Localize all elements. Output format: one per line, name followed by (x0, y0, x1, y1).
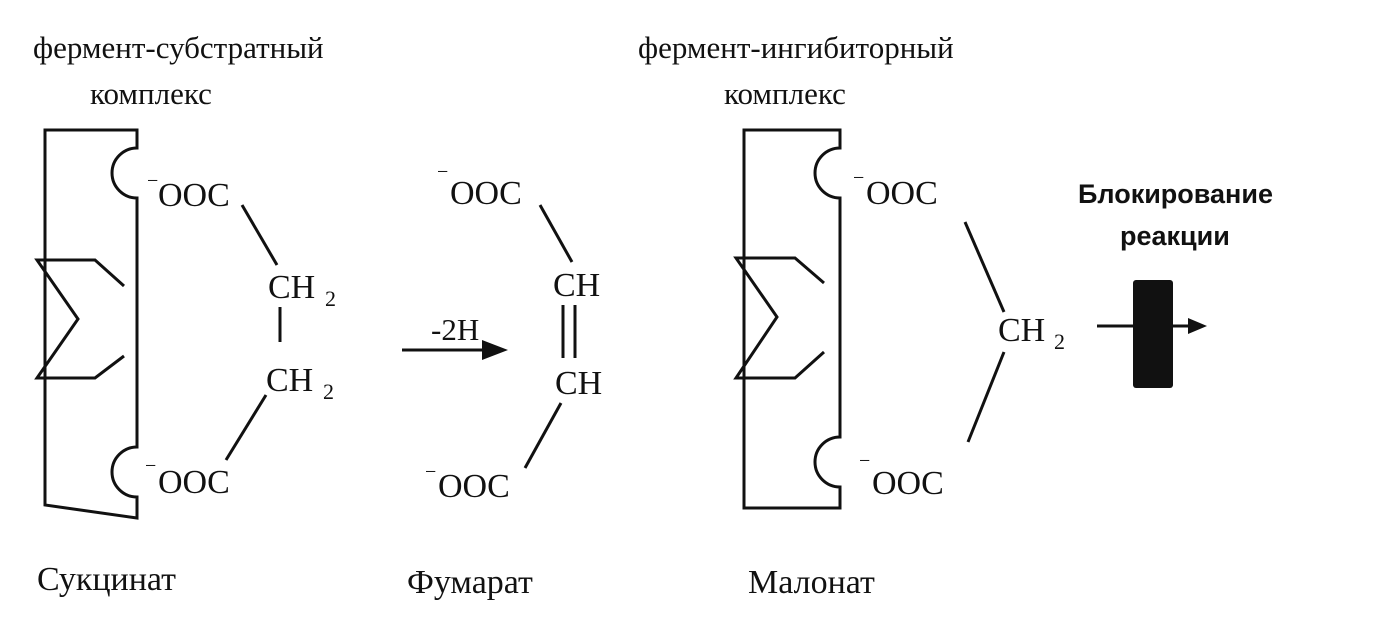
enzyme-shape-1 (34, 128, 139, 520)
bond (224, 394, 268, 461)
carboxyl-group: OOC (872, 465, 944, 502)
fumarate-structure: − OOC CH CH − OOC (425, 161, 602, 505)
ch-group: CH (555, 365, 602, 402)
carboxyl-group: OOC (158, 177, 230, 214)
reaction-arrow-label: -2H (431, 312, 479, 347)
substrate-complex-label-line2: комплекс (90, 76, 212, 111)
ch-group: CH (553, 267, 600, 304)
charge-sign: − (147, 170, 158, 192)
inhibitor-complex-label-line2: комплекс (724, 76, 846, 111)
bond (240, 204, 279, 266)
charge-sign: − (425, 461, 436, 483)
inhibitor-complex-label-line1: фермент-ингибиторный (638, 30, 954, 65)
ch2-group: CH (998, 312, 1045, 349)
ch2-group: CH (268, 269, 315, 306)
succinate-structure: − OOC CH 2 CH 2 − OOC (145, 170, 336, 501)
carboxyl-group: OOC (438, 468, 510, 505)
substrate-complex-label-line1: фермент-субстратный (33, 30, 324, 65)
blocking-label-line1: Блокирование (1078, 179, 1273, 209)
ch2-group: CH (266, 362, 313, 399)
bond (963, 221, 1006, 313)
malonate-name: Малонат (748, 564, 875, 601)
charge-sign: − (853, 167, 864, 189)
succinate-name: Сукцинат (37, 561, 176, 598)
bond (523, 402, 563, 469)
ch2-subscript: 2 (325, 286, 336, 311)
bond (966, 351, 1006, 443)
reaction-arrow: -2H (402, 312, 508, 360)
charge-sign: − (437, 161, 448, 183)
ch2-subscript: 2 (1054, 329, 1065, 354)
enzyme-shape-2 (733, 128, 842, 510)
charge-sign: − (859, 450, 870, 472)
fumarate-name: Фумарат (407, 564, 533, 601)
malonate-structure: − OOC CH 2 − OOC (853, 167, 1065, 502)
carboxyl-group: OOC (158, 464, 230, 501)
carboxyl-group: OOC (866, 175, 938, 212)
charge-sign: − (145, 455, 156, 477)
reaction-block-icon (1097, 280, 1207, 388)
ch2-subscript: 2 (323, 379, 334, 404)
bond (538, 204, 574, 263)
blocking-label-line2: реакции (1120, 221, 1230, 251)
carboxyl-group: OOC (450, 175, 522, 212)
